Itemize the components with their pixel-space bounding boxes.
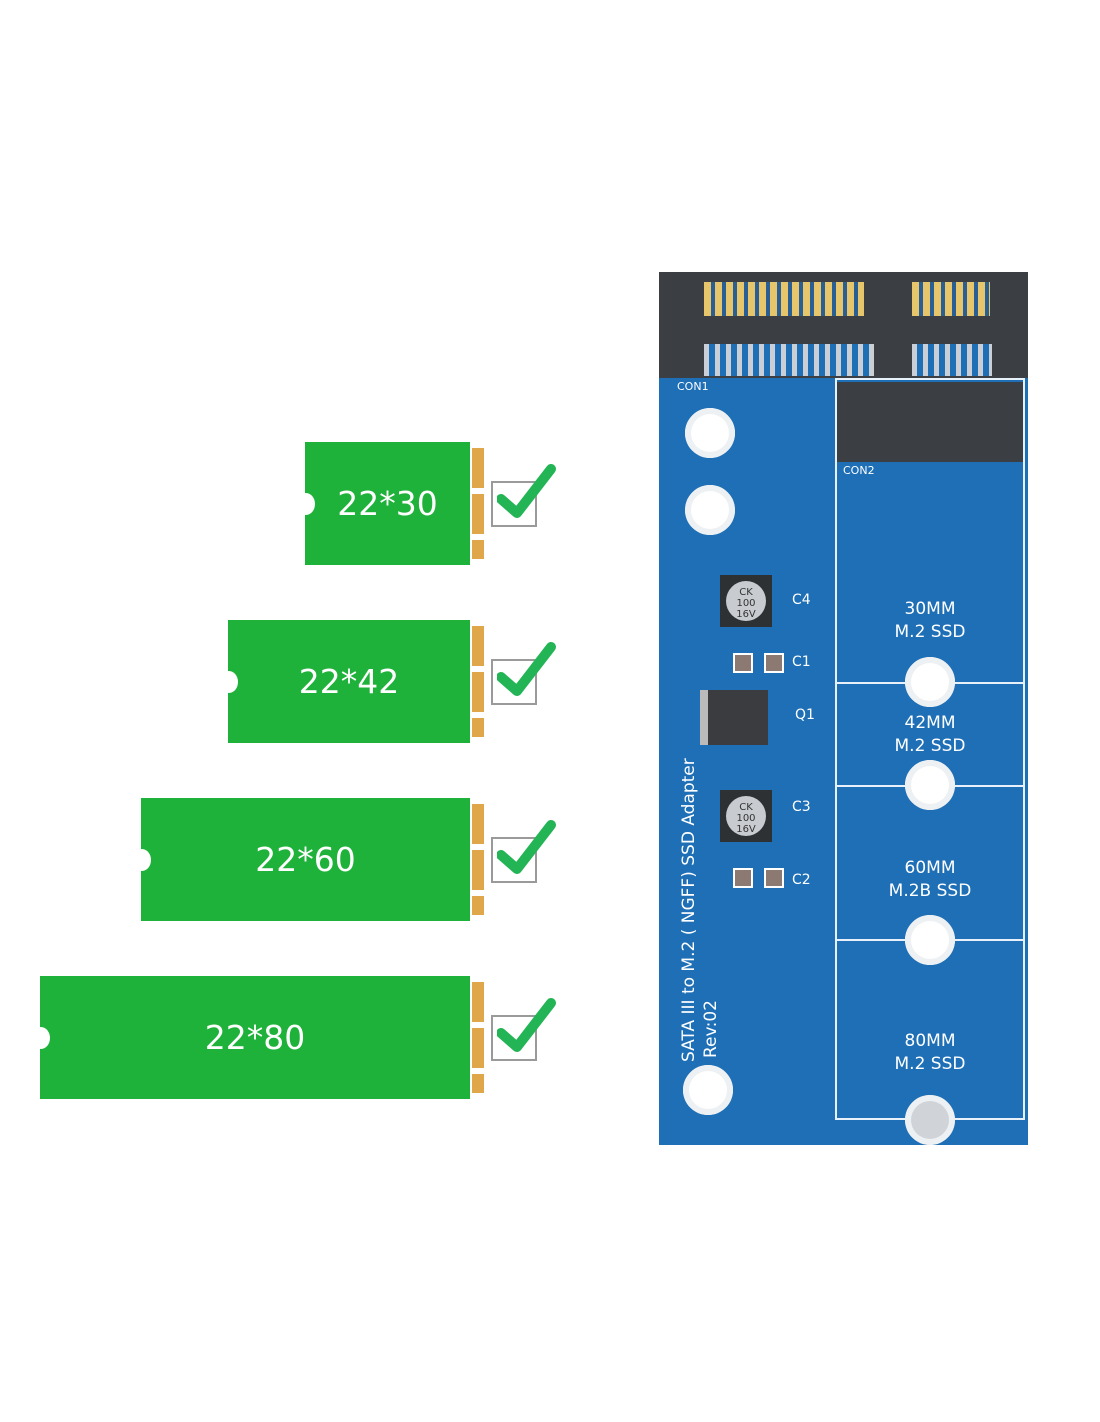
mount-hole — [683, 1065, 733, 1115]
solder-pins — [704, 344, 874, 376]
check-icon — [491, 642, 556, 705]
check-icon — [491, 820, 556, 883]
m2-socket — [837, 382, 1025, 462]
mount-hole — [685, 408, 735, 458]
card-label: 22*60 — [255, 840, 356, 879]
gold-pins — [912, 282, 990, 316]
gold-contacts — [472, 982, 484, 1093]
screw-hole-60 — [905, 915, 955, 965]
c1-label: C1 — [792, 654, 811, 670]
m2-card-2260: 22*60 — [133, 798, 484, 921]
pad — [733, 868, 753, 888]
screw-hole-80 — [905, 1095, 955, 1145]
regulator-q1 — [700, 690, 768, 745]
q1-label: Q1 — [795, 707, 815, 723]
card-notch — [32, 1026, 50, 1049]
pad — [764, 653, 784, 673]
card-label: 22*42 — [298, 662, 400, 701]
m2-card-2230: 22*30 — [297, 442, 484, 565]
con1-label: CON1 — [677, 380, 709, 393]
m2-card-2280: 22*80 — [32, 976, 484, 1099]
con2-label: CON2 — [843, 464, 875, 477]
gold-contacts — [472, 448, 484, 559]
screw-hole-30 — [905, 657, 955, 707]
m2-card-2242: 22*42 — [220, 620, 484, 743]
c3-label: C3 — [792, 799, 811, 815]
check-icon — [491, 998, 556, 1061]
gold-pins — [704, 282, 864, 316]
card-label: 22*30 — [337, 484, 438, 523]
card-label: 22*80 — [204, 1018, 306, 1057]
card-notch — [220, 670, 238, 693]
pad — [733, 653, 753, 673]
c2-label: C2 — [792, 872, 811, 888]
screw-hole-42 — [905, 760, 955, 810]
card-notch — [297, 492, 315, 515]
mount-hole — [685, 485, 735, 535]
check-icon — [491, 464, 556, 527]
solder-pins — [912, 344, 992, 376]
c4-label: C4 — [792, 592, 811, 608]
gold-contacts — [472, 804, 484, 915]
pad — [764, 868, 784, 888]
gold-contacts — [472, 626, 484, 737]
card-notch — [133, 848, 151, 871]
